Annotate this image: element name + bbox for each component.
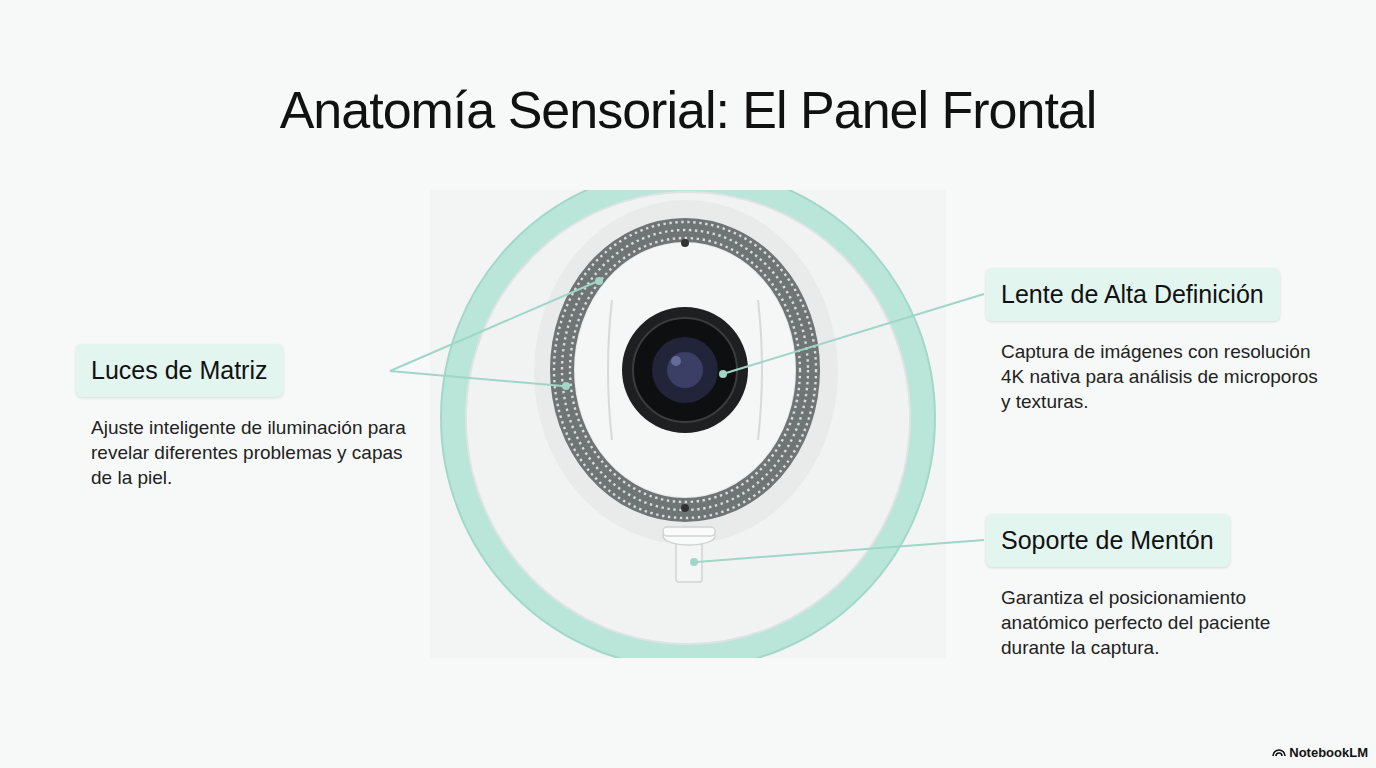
callout-heading: Luces de Matriz <box>76 344 283 397</box>
leader-line <box>390 371 563 386</box>
callout-body: Ajuste inteligente de iluminación para r… <box>91 415 411 490</box>
diagram-title: Anatomía Sensorial: El Panel Frontal <box>0 80 1376 140</box>
callout-heading: Soporte de Mentón <box>986 514 1230 567</box>
watermark: NotebookLM <box>1289 745 1368 760</box>
callout-box: Soporte de MentónGarantiza el posicionam… <box>986 514 1321 660</box>
callout-body: Captura de imágenes con resolución 4K na… <box>1001 339 1321 414</box>
callout-box: Lente de Alta DefiniciónCaptura de imáge… <box>986 268 1321 414</box>
callout-body: Garantiza el posicionamiento anatómico p… <box>1001 585 1321 660</box>
leader-line <box>390 282 596 371</box>
callout-heading: Lente de Alta Definición <box>986 268 1280 321</box>
leader-line <box>697 540 984 562</box>
callout-box: Luces de MatrizAjuste inteligente de ilu… <box>76 344 411 490</box>
leader-line <box>726 294 984 373</box>
